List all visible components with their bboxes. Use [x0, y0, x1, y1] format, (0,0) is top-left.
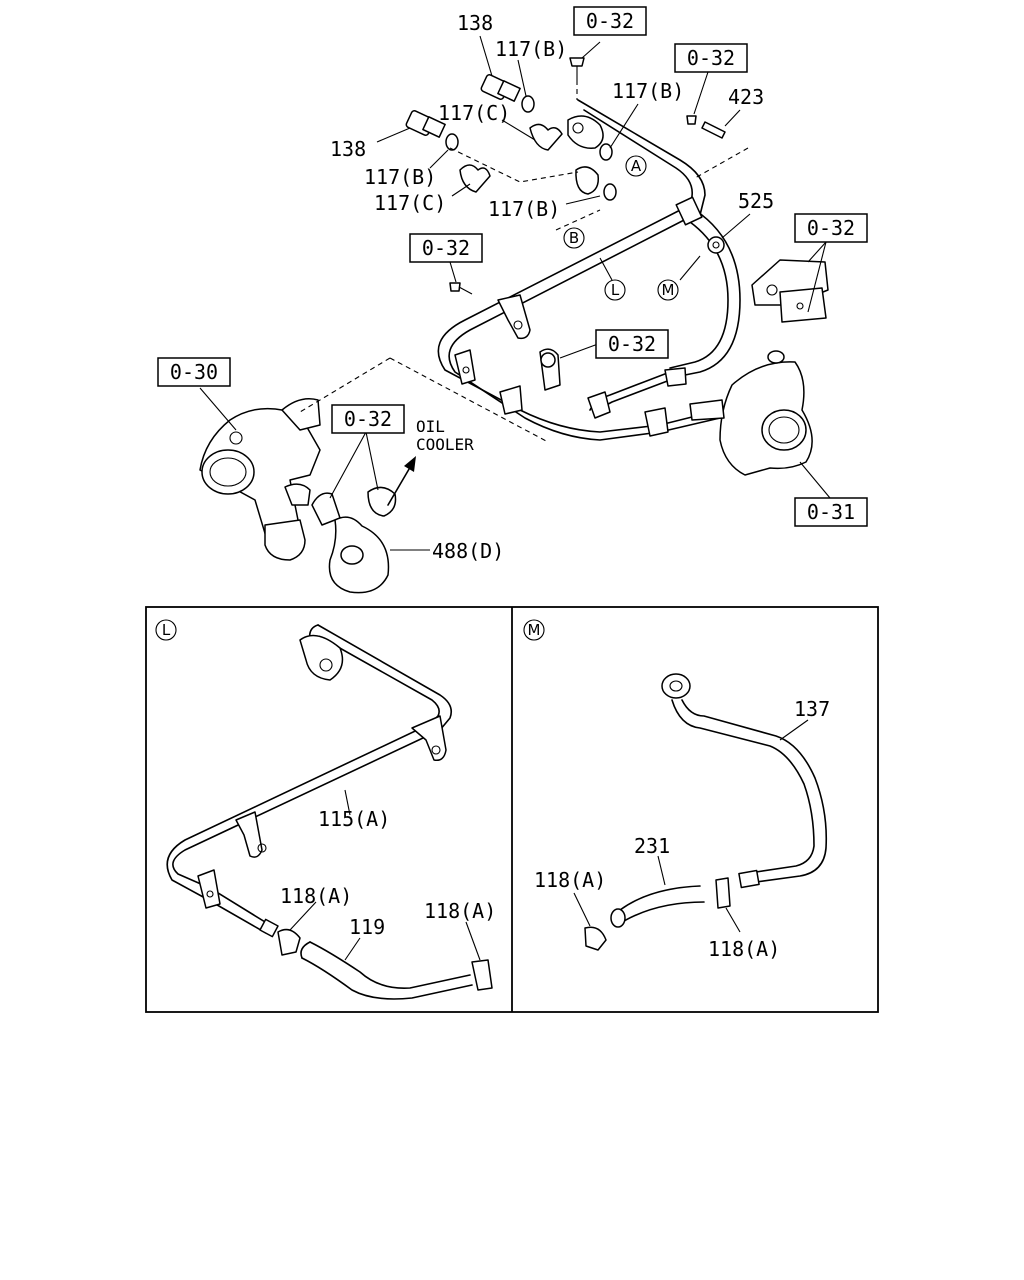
- label-117c-top: 117(C): [438, 101, 510, 125]
- label-117b-right: 117(B): [612, 79, 684, 103]
- svg-text:L: L: [611, 281, 620, 299]
- reference-box-1[interactable]: 0-32: [573, 6, 647, 36]
- label-119: 119: [349, 915, 385, 939]
- reference-box-8[interactable]: 0-31: [794, 497, 868, 527]
- marker-a: A: [625, 155, 647, 177]
- svg-text:0-30: 0-30: [170, 360, 218, 384]
- label-118a-m2: 118(A): [708, 937, 780, 961]
- reference-box-7[interactable]: 0-30: [157, 357, 231, 387]
- svg-text:A: A: [631, 157, 642, 175]
- label-117b-left: 117(B): [364, 165, 436, 189]
- reference-box-2[interactable]: 0-32: [674, 43, 748, 73]
- oil-cooler-label-line1: OIL: [416, 417, 445, 436]
- label-118a-m1: 118(A): [534, 868, 606, 892]
- label-525: 525: [738, 189, 774, 213]
- label-488d: 488(D): [432, 539, 504, 563]
- leader-lines: [199, 35, 831, 551]
- svg-text:0-32: 0-32: [586, 9, 634, 33]
- marker-b: B: [563, 227, 585, 249]
- reference-box-6[interactable]: 0-32: [331, 404, 405, 434]
- upper-assembly-drawing: [199, 57, 829, 594]
- svg-text:B: B: [569, 229, 579, 247]
- reference-box-3[interactable]: 0-32: [794, 213, 868, 243]
- svg-text:L: L: [162, 621, 171, 639]
- svg-text:0-32: 0-32: [422, 236, 470, 260]
- reference-box-5[interactable]: 0-32: [595, 329, 669, 359]
- label-117b-mid: 117(B): [488, 197, 560, 221]
- label-117c-left: 117(C): [374, 191, 446, 215]
- svg-text:0-32: 0-32: [608, 332, 656, 356]
- label-115a: 115(A): [318, 807, 390, 831]
- marker-l[interactable]: L: [604, 279, 626, 301]
- detail-panel-l: L 115(A) 118(A) 119 118(A): [155, 619, 496, 1000]
- label-117b-top: 117(B): [495, 37, 567, 61]
- svg-text:0-32: 0-32: [687, 46, 735, 70]
- svg-text:0-32: 0-32: [344, 407, 392, 431]
- marker-m[interactable]: M: [657, 279, 679, 301]
- svg-text:M: M: [528, 621, 541, 639]
- oil-cooler-label-line2: COOLER: [416, 435, 474, 454]
- svg-text:0-32: 0-32: [807, 216, 855, 240]
- svg-text:0-31: 0-31: [807, 500, 855, 524]
- label-118a-l2: 118(A): [424, 899, 496, 923]
- reference-box-4[interactable]: 0-32: [409, 233, 483, 263]
- label-137: 137: [794, 697, 830, 721]
- detail-panel-m: M 137 231 118(A) 118(A): [523, 619, 830, 961]
- label-423: 423: [728, 85, 764, 109]
- label-231: 231: [634, 834, 670, 858]
- label-118a-l1: 118(A): [280, 884, 352, 908]
- label-138-left: 138: [330, 137, 366, 161]
- label-138-top: 138: [457, 11, 493, 35]
- svg-text:M: M: [662, 281, 675, 299]
